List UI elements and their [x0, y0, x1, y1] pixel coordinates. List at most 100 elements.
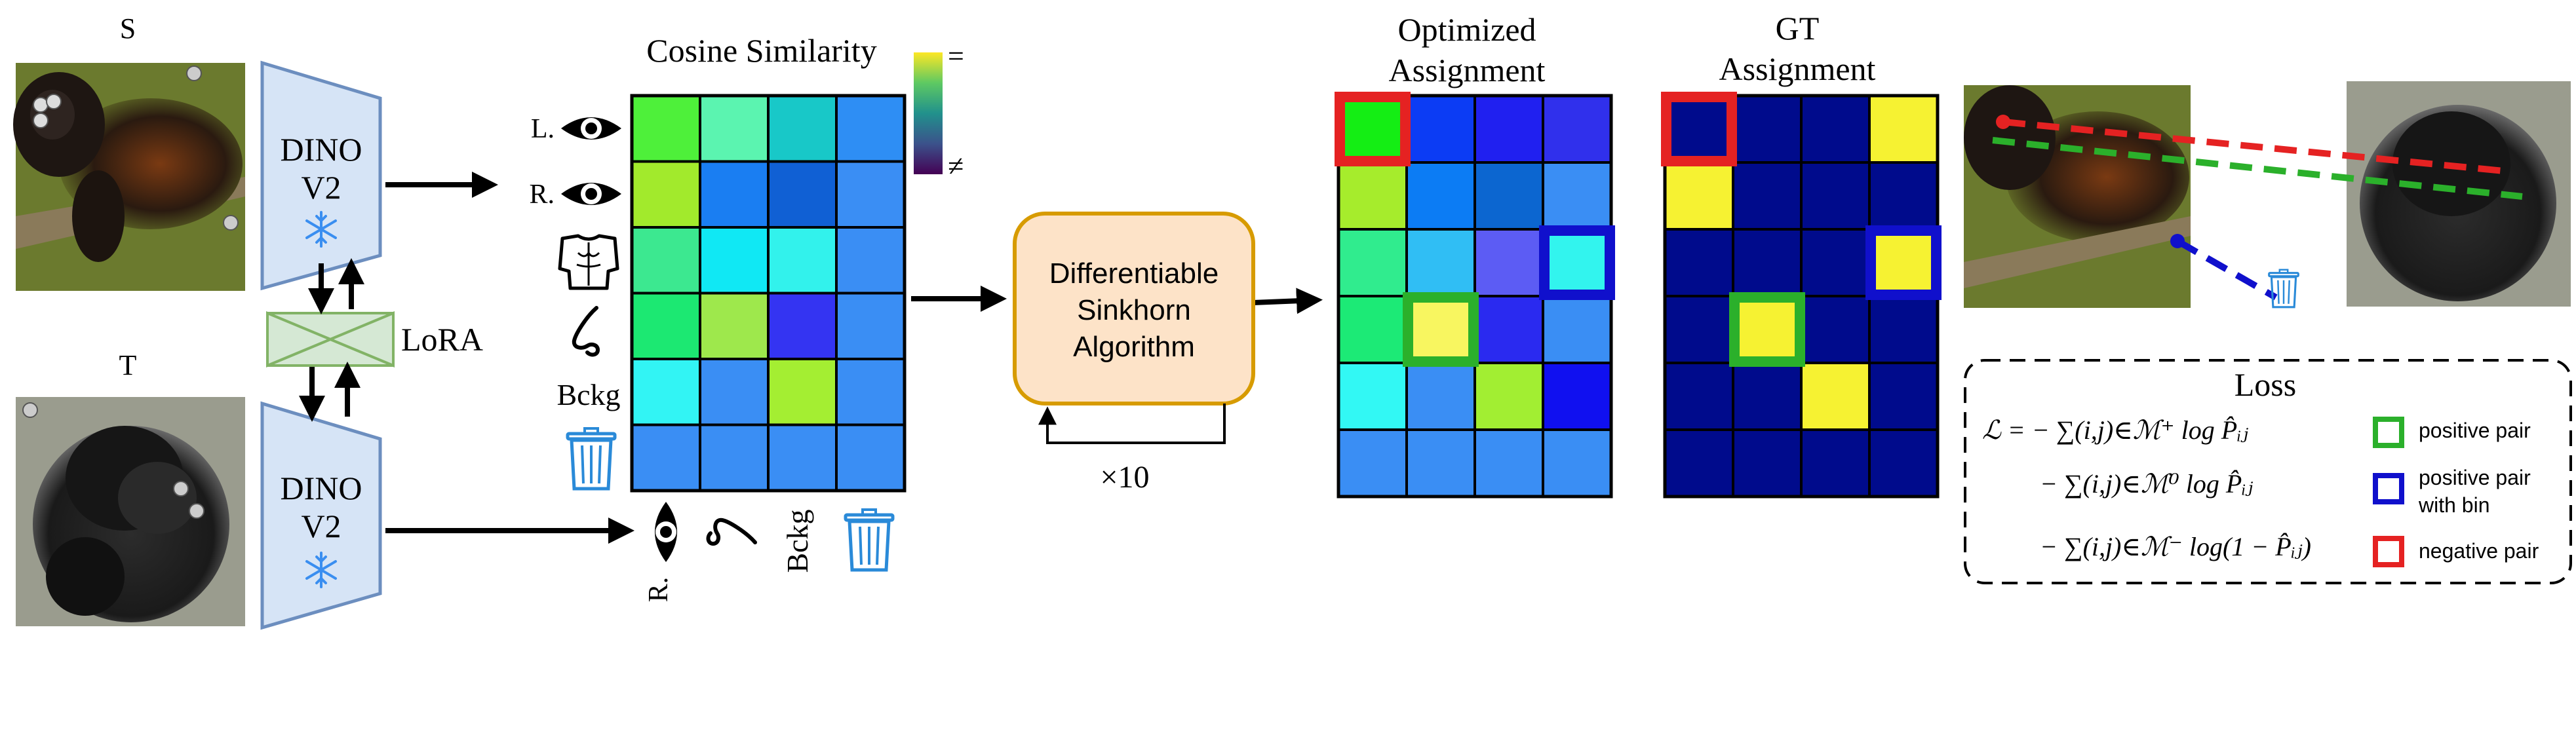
gt-cell — [1664, 94, 1734, 164]
cosine-cell — [699, 292, 770, 360]
gt-cell — [1664, 362, 1734, 431]
target-image — [16, 397, 245, 626]
encoder-top: DINO V2 — [260, 60, 382, 291]
gt-cell — [1732, 428, 1803, 498]
cosine-cell — [631, 292, 701, 360]
cosine-cell — [631, 160, 701, 229]
gt-cell — [1868, 428, 1939, 498]
optimized-cell — [1337, 428, 1408, 498]
optimized-cell — [1405, 228, 1476, 297]
encoder-bottom-line2: V2 — [301, 508, 341, 544]
bin-icon — [2268, 269, 2299, 309]
gt-cell — [1664, 228, 1734, 297]
loss-term-negative: − ∑(i,j)∈ℳ⁻ log(1 − P̂ᵢⱼ) — [2040, 532, 2311, 561]
keypoint-marker — [1996, 115, 2010, 129]
loss-panel: Loss ℒ = − ∑(i,j)∈ℳ⁺ log P̂ᵢⱼ − ∑(i,j)∈ℳ… — [1964, 359, 2572, 584]
col-label-right-eye: R. — [644, 577, 674, 603]
optimized-cell — [1337, 161, 1408, 231]
eye-icon — [561, 117, 621, 140]
gt-cell — [1868, 295, 1939, 364]
loss-term-positive: ℒ = − ∑(i,j)∈ℳ⁺ log P̂ᵢⱼ — [1982, 415, 2249, 445]
arrow-sinkhorn-to-optimized — [1253, 288, 1323, 314]
nose-icon — [574, 308, 598, 354]
cosine-cell — [699, 358, 770, 426]
cosine-cell — [835, 94, 906, 163]
cosine-title: Cosine Similarity — [646, 32, 876, 69]
cosine-similarity-matrix — [630, 94, 907, 493]
gt-cell — [1868, 362, 1939, 431]
optimized-cell — [1542, 94, 1612, 164]
nose-icon — [709, 520, 755, 544]
cosine-cell — [835, 423, 906, 492]
gt-highlight — [1729, 292, 1805, 367]
optimized-cell — [1405, 362, 1476, 431]
sinkhorn-line2: Sinkhorn — [1077, 294, 1191, 326]
optimized-assignment-matrix — [1335, 92, 1615, 499]
gt-highlight — [1865, 225, 1942, 300]
gt-cell — [1732, 94, 1803, 164]
optimized-highlight — [1335, 92, 1411, 166]
positive-bin-pair-line — [2176, 238, 2278, 301]
correspondence-target-image — [2347, 81, 2571, 307]
cosine-cell — [699, 226, 770, 295]
gt-highlight — [1661, 92, 1737, 166]
lora-adapter: LoRA — [266, 311, 483, 368]
legend-negative-label: negative pair — [2419, 539, 2539, 563]
cosine-cell — [767, 226, 838, 295]
gt-cell — [1800, 228, 1871, 297]
gt-title-line2: Assignment — [1719, 50, 1876, 87]
optimized-cell — [1337, 362, 1408, 431]
loss-title: Loss — [2234, 366, 2296, 403]
row-label-background: Bckg — [556, 378, 620, 411]
sinkhorn-line1: Differentiable — [1049, 257, 1219, 290]
row-labels: L. R. Bckg — [529, 114, 621, 489]
cosine-cell — [835, 226, 906, 295]
optimized-cell — [1473, 362, 1544, 431]
legend-bin-label-line1: positive pair — [2419, 466, 2531, 489]
cosine-cell — [767, 358, 838, 426]
optimized-cell — [1337, 295, 1408, 364]
optimized-cell — [1473, 161, 1544, 231]
column-labels: R. Bckg — [644, 502, 893, 602]
gt-cell — [1732, 228, 1803, 297]
row-label-left-eye: L. — [531, 114, 555, 144]
keypoint-marker — [2170, 234, 2185, 248]
optimized-cell — [1473, 228, 1544, 297]
cosine-cell — [835, 358, 906, 426]
lora-label: LoRA — [401, 321, 483, 358]
iteration-count: ×10 — [1100, 460, 1149, 495]
colorbar: = ≠ — [914, 40, 964, 182]
cosine-cell — [699, 94, 770, 163]
optimized-highlight — [1539, 225, 1615, 300]
legend-swatch-positive — [2373, 417, 2404, 448]
cosine-cell — [767, 160, 838, 229]
col-label-background: Bckg — [781, 509, 814, 573]
optimized-cell — [1473, 94, 1544, 164]
gt-cell — [1800, 362, 1871, 431]
cosine-outline — [630, 94, 907, 493]
optimized-title-line2: Assignment — [1389, 52, 1546, 88]
gt-cell — [1664, 295, 1734, 364]
colorbar-high-label: = — [948, 40, 964, 72]
optimized-cell — [1542, 295, 1612, 364]
loss-term-bin: − ∑(i,j)∈ℳ⁰ log P̂ᵢⱼ — [2040, 469, 2254, 499]
encoder-top-line2: V2 — [301, 169, 341, 206]
gt-cell — [1868, 94, 1939, 164]
cosine-cell — [631, 358, 701, 426]
colorbar-low-label: ≠ — [948, 150, 964, 182]
encoder-top-line1: DINO — [281, 131, 362, 168]
bin-icon — [568, 428, 615, 489]
optimized-highlight — [1403, 292, 1479, 367]
optimized-cell — [1473, 428, 1544, 498]
sinkhorn-line3: Algorithm — [1073, 331, 1195, 363]
cosine-cell — [835, 160, 906, 229]
legend-positive-label: positive pair — [2419, 419, 2531, 442]
optimized-cell — [1405, 161, 1476, 231]
gt-assignment-matrix — [1661, 92, 1942, 499]
iteration-loop-arrow — [1038, 404, 1226, 444]
optimized-cell — [1542, 228, 1612, 297]
encoder-bottom: DINO V2 — [260, 401, 382, 630]
optimized-cell — [1405, 428, 1476, 498]
cosine-cell — [631, 94, 701, 163]
gt-cell — [1732, 362, 1803, 431]
